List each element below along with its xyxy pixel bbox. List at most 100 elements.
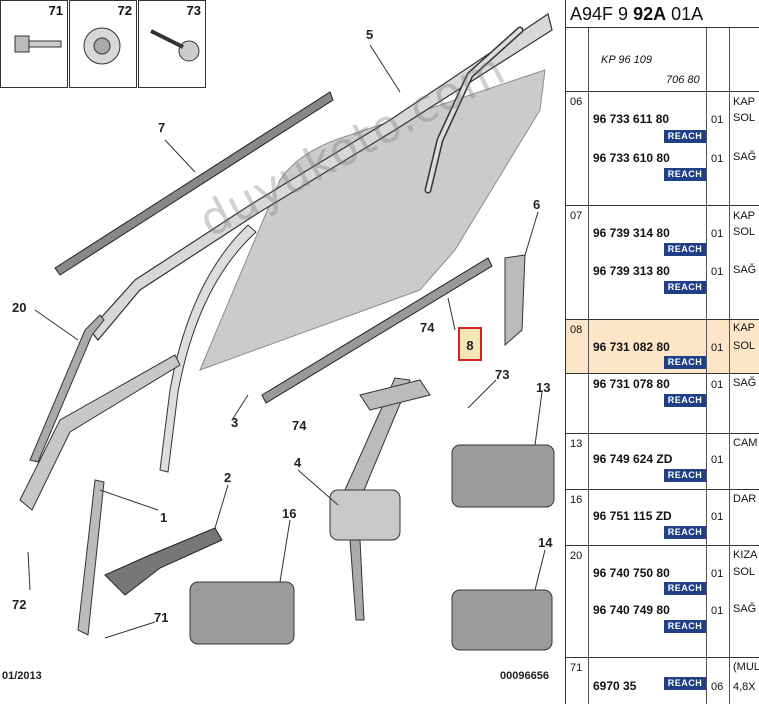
reach-badge: REACH xyxy=(664,677,706,690)
group-number: 07 xyxy=(570,210,583,222)
exploded-parts-diagram: 71 72 73 5 7 6 20 8 74 74 73 3 13 4 2 1 … xyxy=(0,0,555,682)
part-number[interactable]: 6970 35 xyxy=(593,679,637,693)
inset-72-label: 72 xyxy=(117,3,132,18)
reach-badge: REACH xyxy=(664,620,706,633)
partial-part-number: KP 96 109 xyxy=(601,54,652,66)
group-number: 71 xyxy=(570,662,583,674)
footer-date: 01/2013 xyxy=(2,670,42,682)
callout-8: 8 xyxy=(458,327,482,361)
callout-6: 6 xyxy=(533,197,541,212)
part-number[interactable]: 96 733 610 80 xyxy=(593,151,670,165)
table-row[interactable]: 13 CAM 96 749 624 ZD 01 REACH xyxy=(566,434,759,490)
side-label: SOL xyxy=(733,112,756,124)
inset-clip: 72 xyxy=(69,0,137,88)
part-title: KAP xyxy=(733,96,756,108)
part-title: CAM xyxy=(733,437,758,449)
table-row[interactable]: 96 731 078 80 01 SAĞ REACH xyxy=(566,374,759,434)
table-row[interactable]: 07 KAP 96 739 314 80 01 SOL REACH 96 739… xyxy=(566,206,759,320)
callout-14: 14 xyxy=(538,535,553,550)
insulation-pad xyxy=(104,527,223,596)
side-label: SAĞ xyxy=(733,264,757,276)
part-title: DAR xyxy=(733,493,757,505)
part-number[interactable]: 96 751 115 ZD xyxy=(593,509,672,523)
quantity: 01 xyxy=(711,228,724,240)
part-number[interactable]: 96 740 750 80 xyxy=(593,566,670,580)
part-number[interactable]: 96 739 314 80 xyxy=(593,226,670,240)
switch-panel-13 xyxy=(451,444,555,508)
reach-badge: REACH xyxy=(664,130,706,143)
callout-7: 7 xyxy=(158,120,166,135)
side-label: SOL xyxy=(733,566,756,578)
table-row[interactable]: 16 DAR 96 751 115 ZD 01 REACH xyxy=(566,490,759,546)
door-frame-seal xyxy=(89,13,553,341)
callout-2: 2 xyxy=(224,470,232,485)
callout-74-lower: 74 xyxy=(292,418,307,433)
part-number[interactable]: 96 731 082 80 xyxy=(593,340,670,354)
quantity: 01 xyxy=(711,266,724,278)
callout-13: 13 xyxy=(536,380,551,395)
part-title: KAP xyxy=(733,322,756,334)
part-number[interactable]: 96 733 611 80 xyxy=(593,112,670,126)
quantity: 01 xyxy=(711,454,724,466)
callout-73: 73 xyxy=(495,367,510,382)
callout-4: 4 xyxy=(294,455,302,470)
inset-71-label: 71 xyxy=(48,3,63,18)
reach-badge: REACH xyxy=(664,469,706,482)
inset-rivet: 71 xyxy=(0,0,68,88)
screw-icon xyxy=(150,29,200,62)
reach-badge: REACH xyxy=(664,281,706,294)
table-row-selected[interactable]: 08 KAP 96 731 082 80 01 SOL REACH xyxy=(566,320,759,374)
side-label: SOL xyxy=(733,340,756,352)
part-number[interactable]: 96 739 313 80 xyxy=(593,264,670,278)
quantity: 01 xyxy=(711,379,724,391)
table-row[interactable]: 20 KIZA 96 740 750 80 01 SOL REACH 96 74… xyxy=(566,546,759,658)
window-glass xyxy=(199,69,546,371)
guide-clip xyxy=(504,254,526,347)
table-row-partial: KP 96 109 706 80 xyxy=(566,28,759,92)
inset-screw: 73 xyxy=(138,0,206,88)
group-number: 06 xyxy=(570,96,583,108)
trim-strip xyxy=(29,314,105,463)
parts-table: A94F 9 92A 01A KP 96 109 706 80 06 KAP 9… xyxy=(565,0,759,704)
callout-74-upper: 74 xyxy=(420,320,435,335)
reach-badge: REACH xyxy=(664,356,706,369)
pillar-seal xyxy=(159,224,257,473)
callout-3: 3 xyxy=(231,415,239,430)
inset-73-label: 73 xyxy=(186,3,201,18)
part-number[interactable]: 96 731 078 80 xyxy=(593,377,670,391)
callout-5: 5 xyxy=(366,27,374,42)
outer-belt-strip xyxy=(54,91,334,276)
callout-20: 20 xyxy=(12,300,27,315)
quantity: 01 xyxy=(711,114,724,126)
part-title: KAP xyxy=(733,210,756,222)
header-code: A94F 9 xyxy=(570,4,629,24)
quantity: 01 xyxy=(711,342,724,354)
quantity: 06 xyxy=(711,681,724,693)
side-label: SAĞ xyxy=(733,377,757,389)
header-suffix: 01A xyxy=(671,4,704,24)
table-row[interactable]: 06 KAP 96 733 611 80 01 SOL REACH 96 733… xyxy=(566,92,759,206)
clip-icon xyxy=(83,27,121,65)
group-number: 13 xyxy=(570,438,583,450)
part-number[interactable]: 96 740 749 80 xyxy=(593,603,670,617)
quantity: 01 xyxy=(711,605,724,617)
partial-part-suffix: 706 80 xyxy=(666,74,700,86)
callout-1: 1 xyxy=(160,510,168,525)
reach-badge: REACH xyxy=(664,394,706,407)
side-label: SOL xyxy=(733,226,756,238)
quantity: 01 xyxy=(711,511,724,523)
diagram-drawing xyxy=(19,13,555,651)
table-row[interactable]: 71 (MUL 6970 35 REACH 06 4,8X xyxy=(566,658,759,704)
side-label: SAĞ xyxy=(733,151,757,163)
side-label: SAĞ xyxy=(733,603,757,615)
callout-16: 16 xyxy=(282,506,297,521)
callout-71: 71 xyxy=(154,610,169,625)
part-title: KIZA xyxy=(733,549,758,561)
group-number: 20 xyxy=(570,550,583,562)
switch-panel-16 xyxy=(189,581,295,645)
reach-badge: REACH xyxy=(664,582,706,595)
group-number: 16 xyxy=(570,494,583,506)
switch-panel-14 xyxy=(451,589,553,651)
part-number[interactable]: 96 749 624 ZD xyxy=(593,452,673,466)
reach-badge: REACH xyxy=(664,526,706,539)
